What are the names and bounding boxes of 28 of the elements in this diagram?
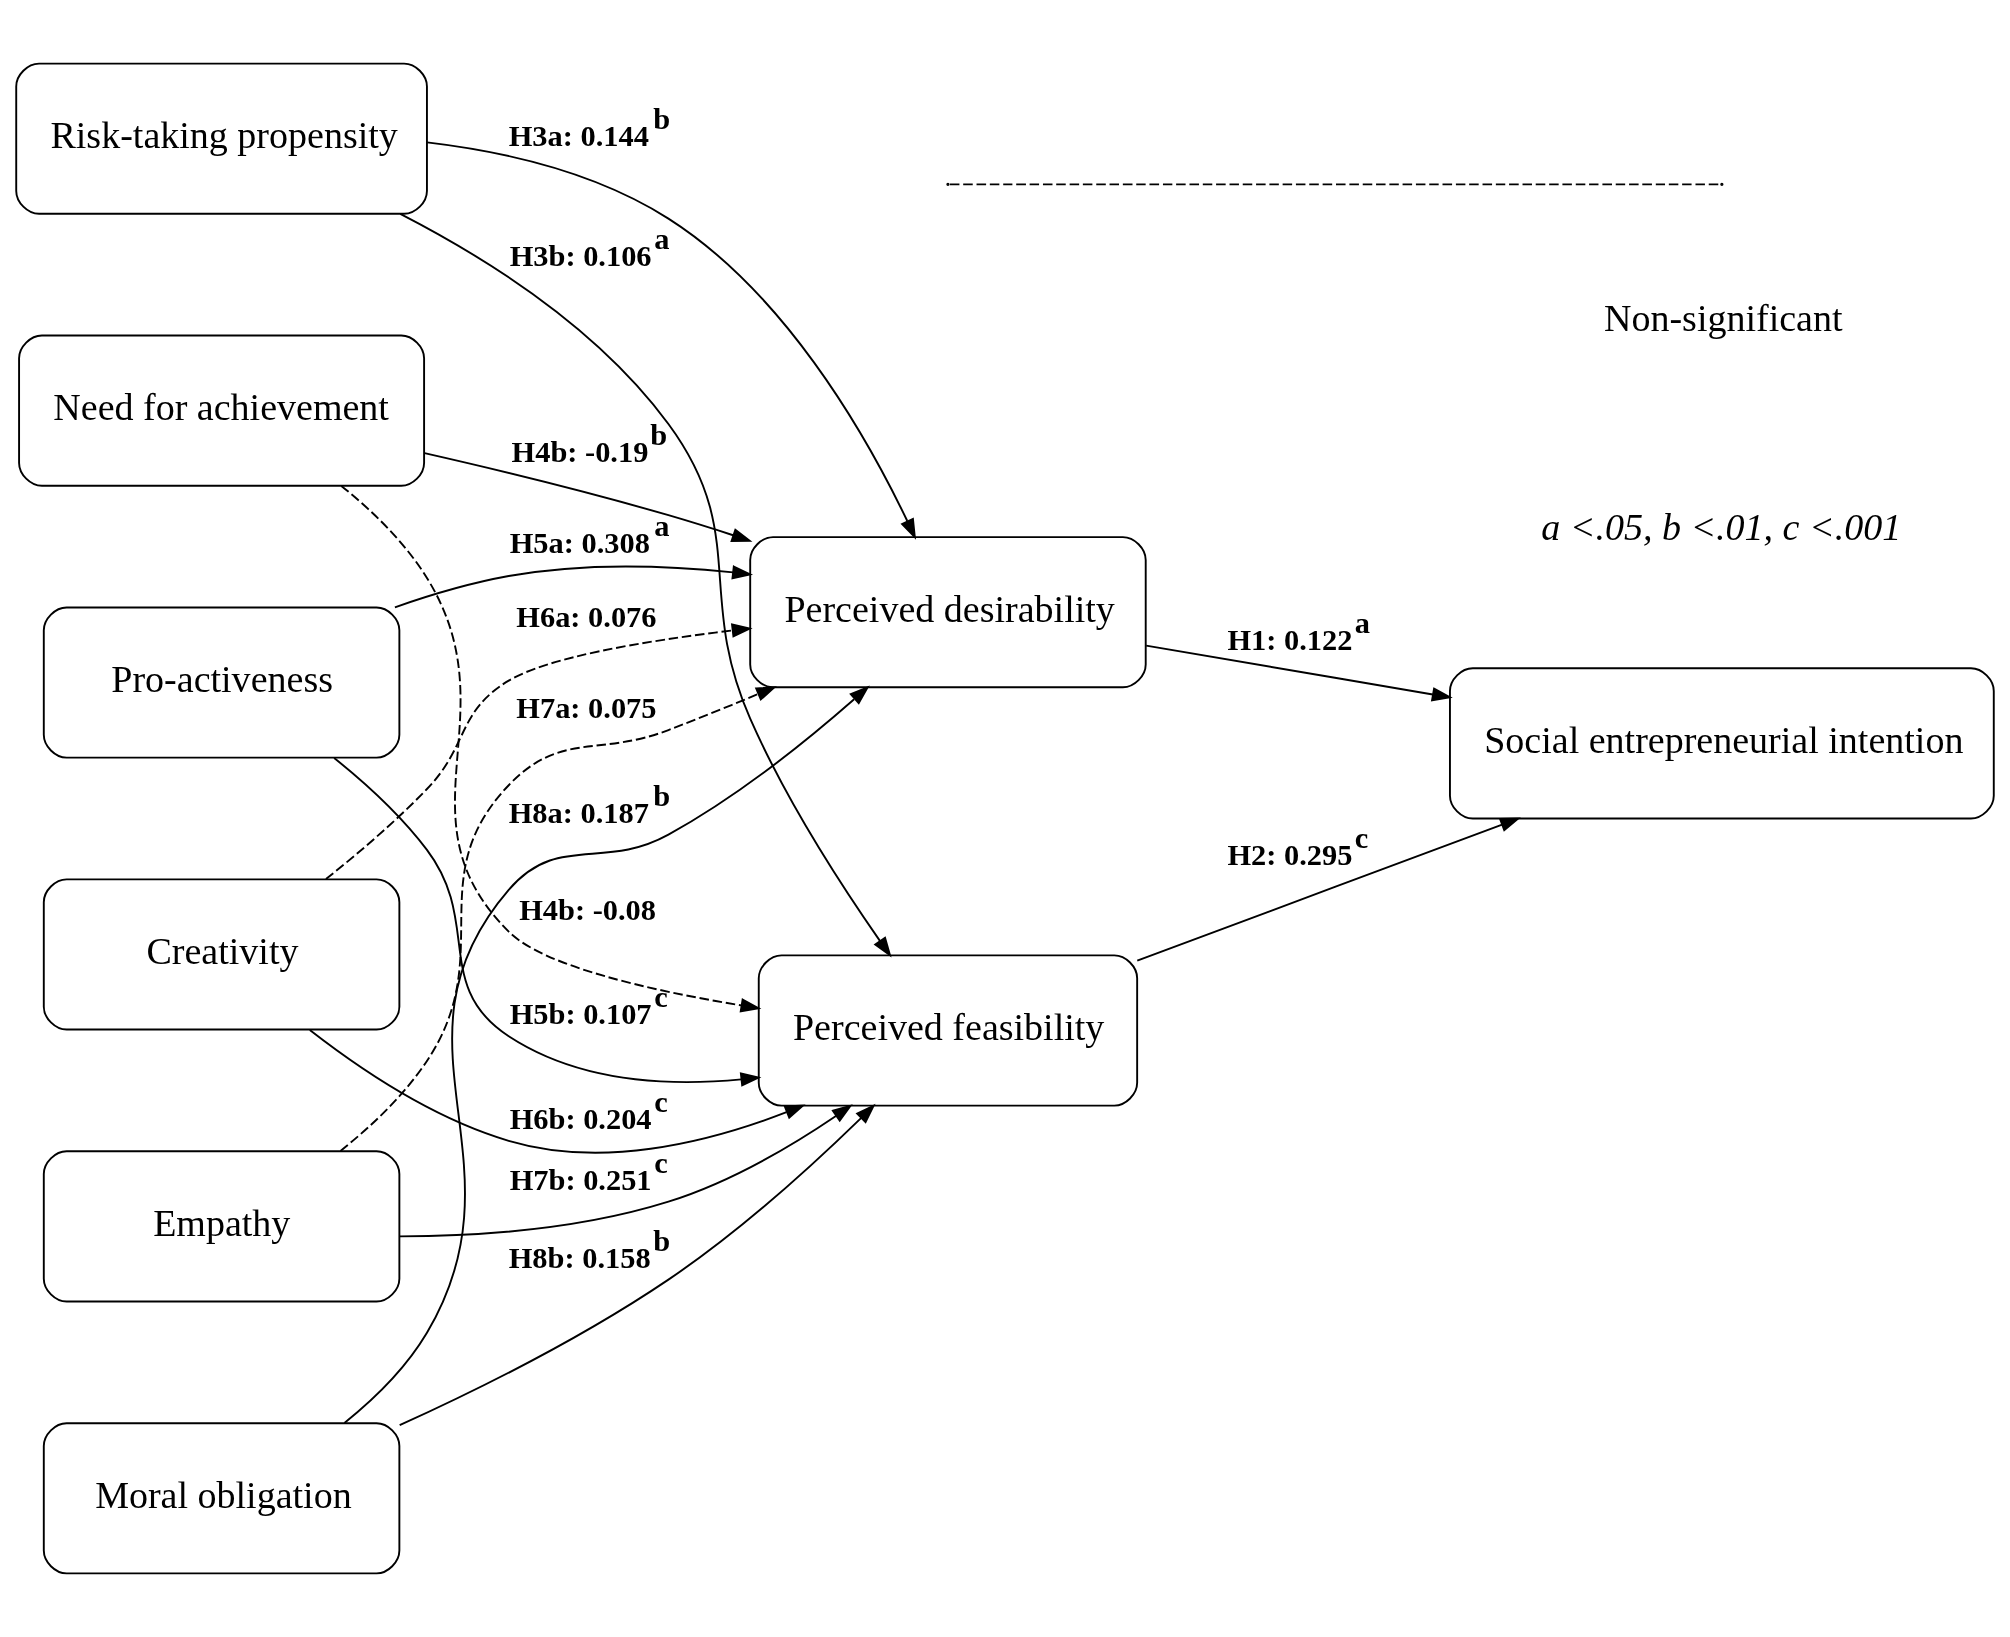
arrow [398, 1103, 876, 1427]
arrow [339, 686, 777, 1152]
arrow [398, 1104, 853, 1238]
arrow [1136, 817, 1521, 962]
label: a <.05, b <.01, c <.001 [1541, 505, 1902, 548]
edge-label: H4b: -0.08 [519, 892, 656, 927]
arrow [1145, 644, 1453, 702]
arrow [333, 757, 762, 1087]
edge-label: H7a: 0.075 [516, 691, 657, 726]
arrow [308, 1029, 806, 1154]
arrow [325, 623, 753, 880]
node-box: Pro-activeness [42, 606, 401, 759]
node-box: Need for achievement [18, 334, 426, 487]
legend-label: Non-significant [1603, 296, 1843, 339]
node-box: Risk-taking propensity [15, 62, 428, 215]
node-box: Moral obligation [42, 1422, 401, 1575]
node-box: Creativity [42, 878, 401, 1031]
arrow [399, 212, 892, 958]
node-box: Empathy [42, 1150, 401, 1303]
node-box: Perceived desirability [749, 536, 1147, 689]
node-box: Perceived feasibility [757, 954, 1139, 1107]
arrow [426, 141, 917, 540]
node-box: Social entrepreneurial intention [1449, 667, 1995, 820]
arrow [393, 565, 753, 609]
arrow [343, 685, 870, 1424]
arrow [340, 484, 762, 1013]
arrow [423, 452, 753, 543]
edge-label: H6a: 0.076 [516, 600, 657, 635]
